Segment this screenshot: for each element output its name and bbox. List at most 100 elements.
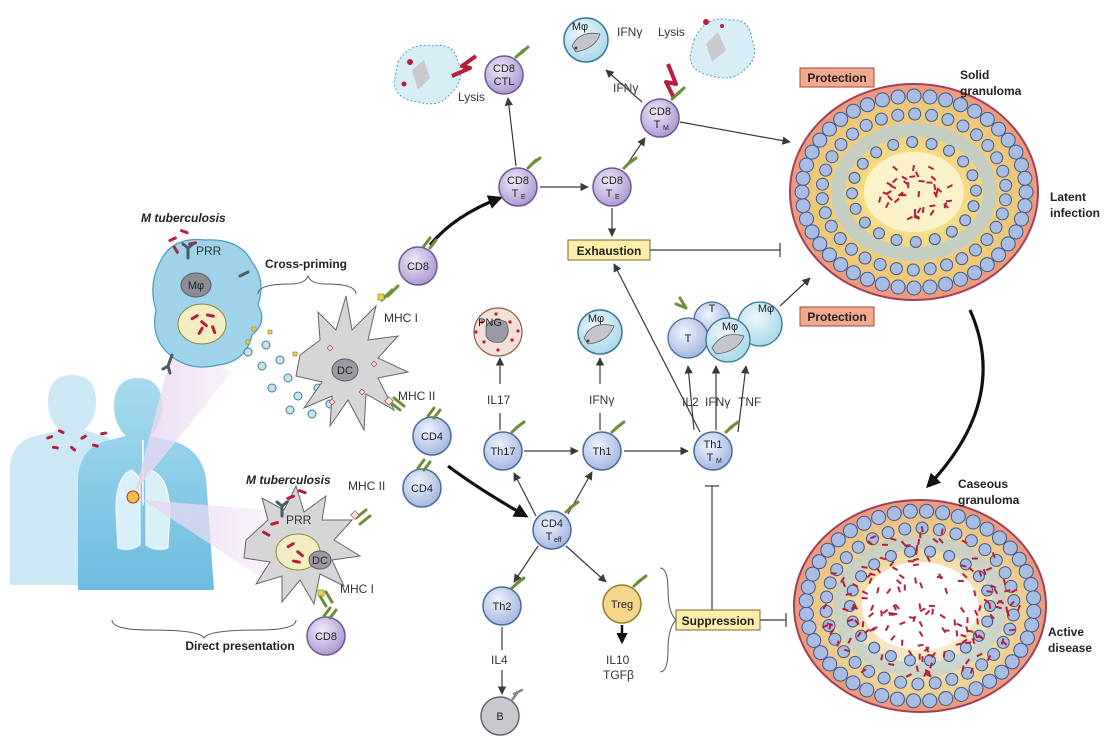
protection-box-top: Protection <box>799 67 875 88</box>
protection-box-mid: Protection <box>799 306 875 327</box>
il17-label: IL17 <box>487 393 511 407</box>
th2-cell: Th2 <box>482 586 522 626</box>
svg-text:PNG: PNG <box>478 317 502 329</box>
svg-text:CD4: CD4 <box>421 431 443 443</box>
svg-text:Mφ: Mφ <box>572 21 588 33</box>
arrow-tm-to-mphi <box>605 69 643 103</box>
svg-text:Mφ: Mφ <box>758 303 774 315</box>
macrophage-top: Mφ <box>563 17 609 63</box>
svg-text:Th2: Th2 <box>493 601 512 613</box>
svg-text:Protection: Protection <box>807 310 866 324</box>
mhc-ii-bottom-label: MHC II <box>348 479 385 493</box>
svg-text:B: B <box>496 711 503 723</box>
dendritic-cell-top: DC <box>295 295 410 432</box>
ifng-mid-label: IFNγ <box>589 393 614 407</box>
svg-text:T: T <box>654 119 661 131</box>
infected-macrophage: Mφ <box>152 229 263 375</box>
ifng-th1-label: IFNγ <box>705 395 730 409</box>
arrow-teff-to-treg <box>565 545 607 583</box>
lysis-left-label: Lysis <box>458 90 485 104</box>
svg-text:CD8: CD8 <box>507 175 529 187</box>
svg-text:T: T <box>606 188 613 200</box>
lysis-right-label: Lysis <box>658 25 685 39</box>
solid-granuloma <box>789 83 1039 301</box>
svg-text:Mφ: Mφ <box>722 321 738 333</box>
svg-text:T: T <box>709 303 716 315</box>
droplets-icon <box>46 429 108 452</box>
svg-text:E: E <box>521 194 526 201</box>
svg-text:eff: eff <box>554 537 562 544</box>
dendritic-cell-bottom: DC <box>243 484 362 606</box>
svg-text:M: M <box>716 458 722 465</box>
cd8-cell-left: CD8 <box>398 246 438 286</box>
tgfb-label: TGFβ <box>603 668 634 682</box>
th1-tm-cell: Th1 T M <box>693 431 733 471</box>
nucleus-icon <box>308 550 332 570</box>
prr-bottom-label: PRR <box>286 513 312 527</box>
nucleus-icon <box>180 272 212 298</box>
svg-text:CD4: CD4 <box>411 483 433 495</box>
svg-text:CD4: CD4 <box>541 518 563 530</box>
lysed-cell-right-icon <box>689 18 756 79</box>
svg-text:Th1: Th1 <box>593 446 612 458</box>
il2-label: IL2 <box>682 395 699 409</box>
svg-text:CD8: CD8 <box>407 261 429 273</box>
macrophage-label: Mφ <box>188 280 204 292</box>
prr-top-label: PRR <box>196 244 222 258</box>
cd8-te2-cell: CD8 T E <box>592 167 632 207</box>
dc-top-label: DC <box>337 365 353 377</box>
arrow-cluster-to-solid-granuloma <box>779 277 811 307</box>
svg-text:T: T <box>707 452 714 464</box>
cd8-cell-bottom: CD8 <box>306 616 346 656</box>
svg-text:E: E <box>615 194 620 201</box>
m-tuberculosis-top-label: M tuberculosis <box>141 211 226 225</box>
svg-text:CD8: CD8 <box>315 631 337 643</box>
png-cell: PNG <box>473 307 523 357</box>
svg-text:T: T <box>546 531 553 543</box>
svg-text:Mφ: Mφ <box>588 313 604 325</box>
cd8-tm-cell: CD8 T M <box>640 98 680 138</box>
svg-text:CTL: CTL <box>494 76 515 88</box>
svg-text:Th17: Th17 <box>490 446 515 458</box>
svg-text:CD8: CD8 <box>493 63 515 75</box>
suppression-box: Suppression <box>675 609 761 631</box>
treg-cell: Treg <box>602 584 642 624</box>
svg-text:Exhaustion: Exhaustion <box>577 244 642 258</box>
arrow-solid-to-caseous <box>926 309 985 489</box>
svg-text:Treg: Treg <box>611 599 633 611</box>
tcr-receptors <box>322 45 740 620</box>
ifng-arrow-label: IFNγ <box>613 81 638 95</box>
mhc-ii-top-label: MHC II <box>398 389 435 403</box>
exhaustion-box: Exhaustion <box>567 239 651 261</box>
zoom-cone-bottom <box>143 500 270 580</box>
il4-label: IL4 <box>491 653 508 667</box>
th1-cell: Th1 <box>582 431 622 471</box>
mhc-i-top-label: MHC I <box>384 311 418 325</box>
svg-text:T: T <box>685 333 692 345</box>
ifng-top-label: IFNγ <box>617 25 642 39</box>
arrow-teff-to-th2 <box>513 545 539 583</box>
m-tuberculosis-bottom-label: M tuberculosis <box>246 473 331 487</box>
tnf-label: TNF <box>738 395 761 409</box>
arrow-te-to-ctl <box>504 97 517 167</box>
cd4-teff-cell: CD4 T eff <box>532 510 572 550</box>
lysis-bolt-right-icon <box>664 63 678 99</box>
arrow-tm-to-solid-granuloma <box>679 121 791 145</box>
svg-text:Protection: Protection <box>807 71 866 85</box>
svg-text:Th1: Th1 <box>704 439 723 451</box>
lysed-cell-left-icon <box>393 44 462 105</box>
svg-text:CD8: CD8 <box>601 175 623 187</box>
il10-label: IL10 <box>606 653 630 667</box>
dc-bottom-label: DC <box>312 555 328 567</box>
cross-priming-label: Cross-priming <box>265 257 347 271</box>
svg-text:M: M <box>663 125 669 132</box>
caseous-granuloma <box>793 499 1047 713</box>
arrow-cd8-to-te <box>428 195 503 247</box>
arrow-th1tm-to-exhaustion <box>613 263 701 433</box>
